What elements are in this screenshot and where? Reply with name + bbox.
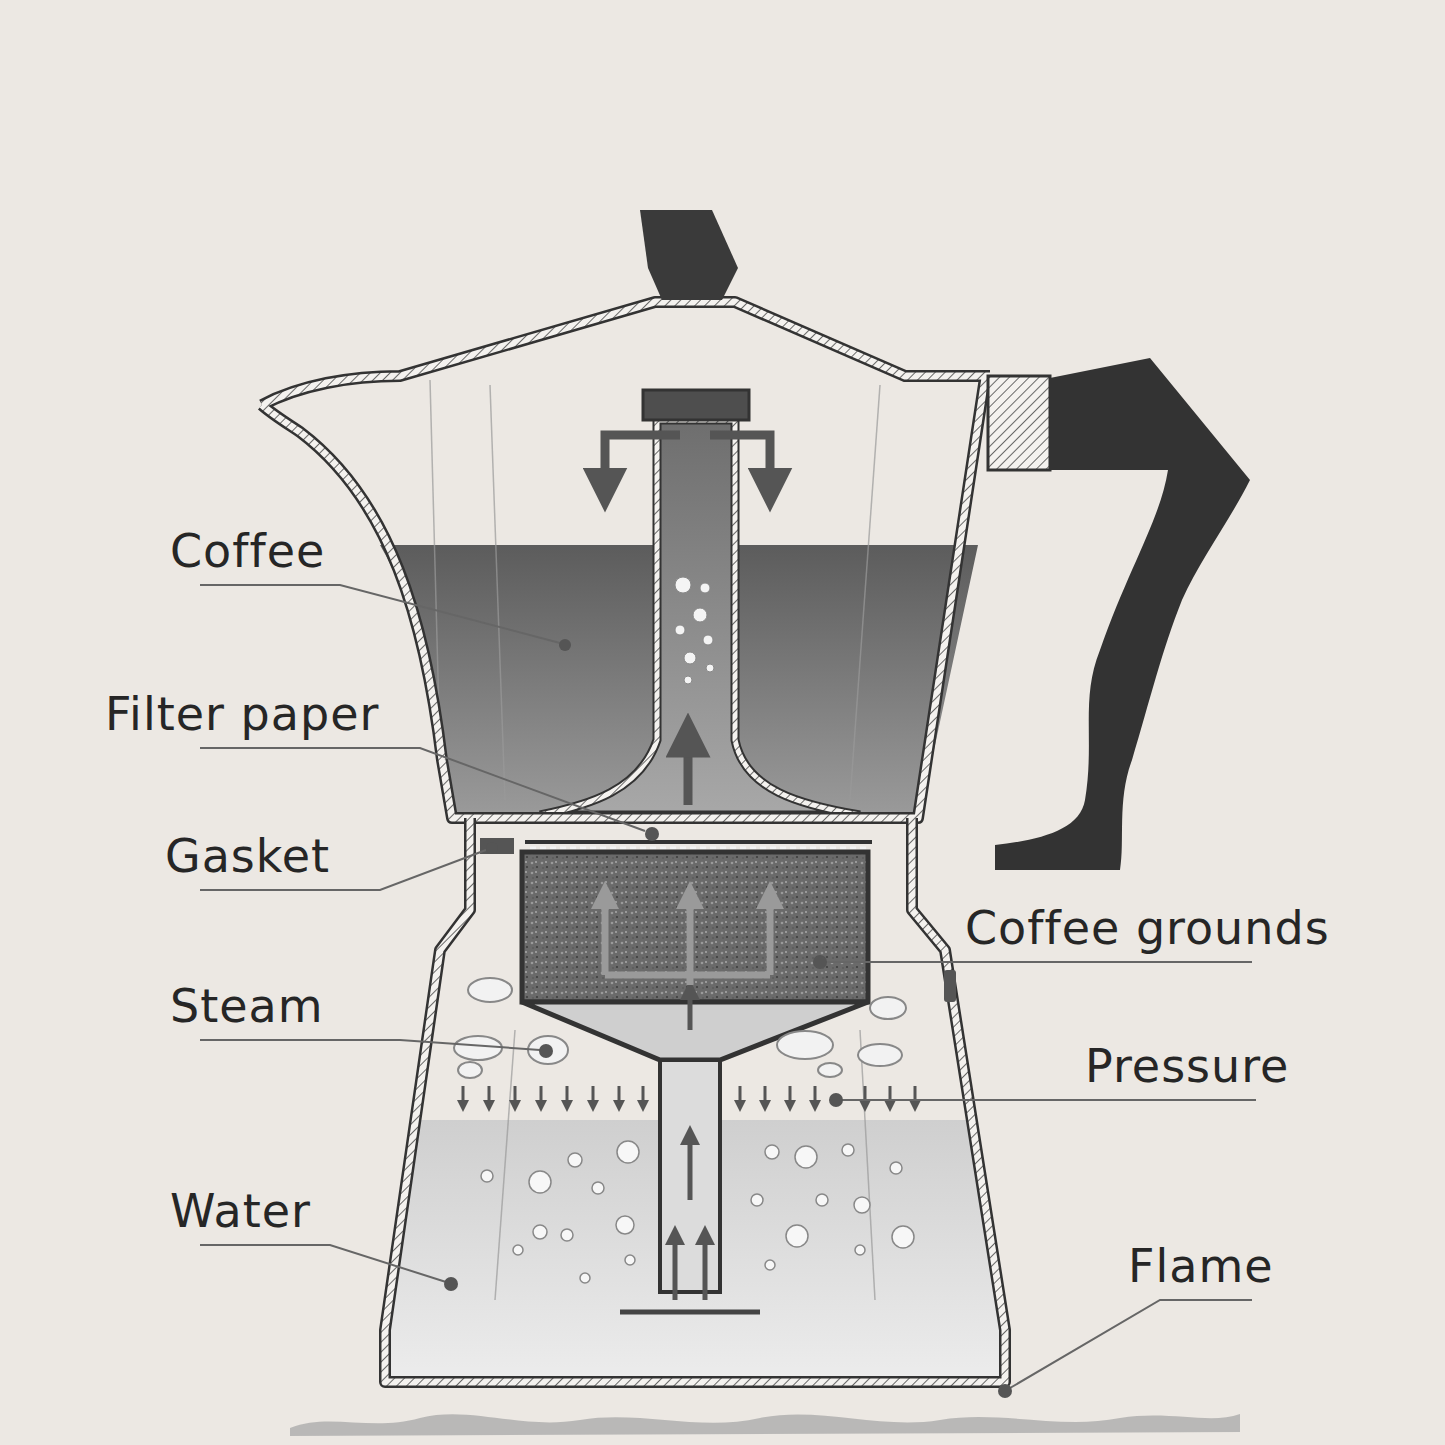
pressure-arrows — [463, 1086, 915, 1106]
reflection-lines — [430, 380, 880, 1300]
filter-paper — [530, 847, 866, 850]
lid-knob — [640, 210, 738, 300]
intake-foot — [620, 1310, 760, 1315]
flow-arrows — [605, 435, 770, 805]
safety-valve — [944, 970, 956, 1002]
filter-plate — [525, 840, 872, 844]
funnel-tube — [540, 420, 860, 815]
water-bubbles — [481, 1141, 914, 1283]
handle-mount — [988, 376, 1050, 470]
part-label: Gasket — [165, 830, 330, 883]
part-label: Coffee — [170, 525, 325, 578]
part-label: Pressure — [1085, 1040, 1289, 1093]
part-label: Filter paper — [105, 688, 379, 741]
intake-arrows — [675, 990, 705, 1300]
leader-dots — [444, 639, 1012, 1398]
gasket — [480, 838, 514, 854]
tube-cap — [643, 390, 749, 420]
tube-bubbles — [675, 577, 714, 684]
grounds-arrows — [605, 895, 770, 985]
part-label: Steam — [170, 980, 324, 1033]
funnel-tube — [540, 420, 860, 815]
steam-clouds — [454, 978, 906, 1078]
part-label: Flame — [1128, 1240, 1274, 1293]
basket-funnel — [522, 1002, 868, 1060]
flame — [290, 1414, 1240, 1436]
part-label: Water — [170, 1185, 311, 1238]
part-label: Coffee grounds — [965, 902, 1330, 955]
handle — [995, 358, 1250, 870]
intake-tube — [660, 1060, 720, 1292]
coffee-basket — [522, 852, 868, 1002]
